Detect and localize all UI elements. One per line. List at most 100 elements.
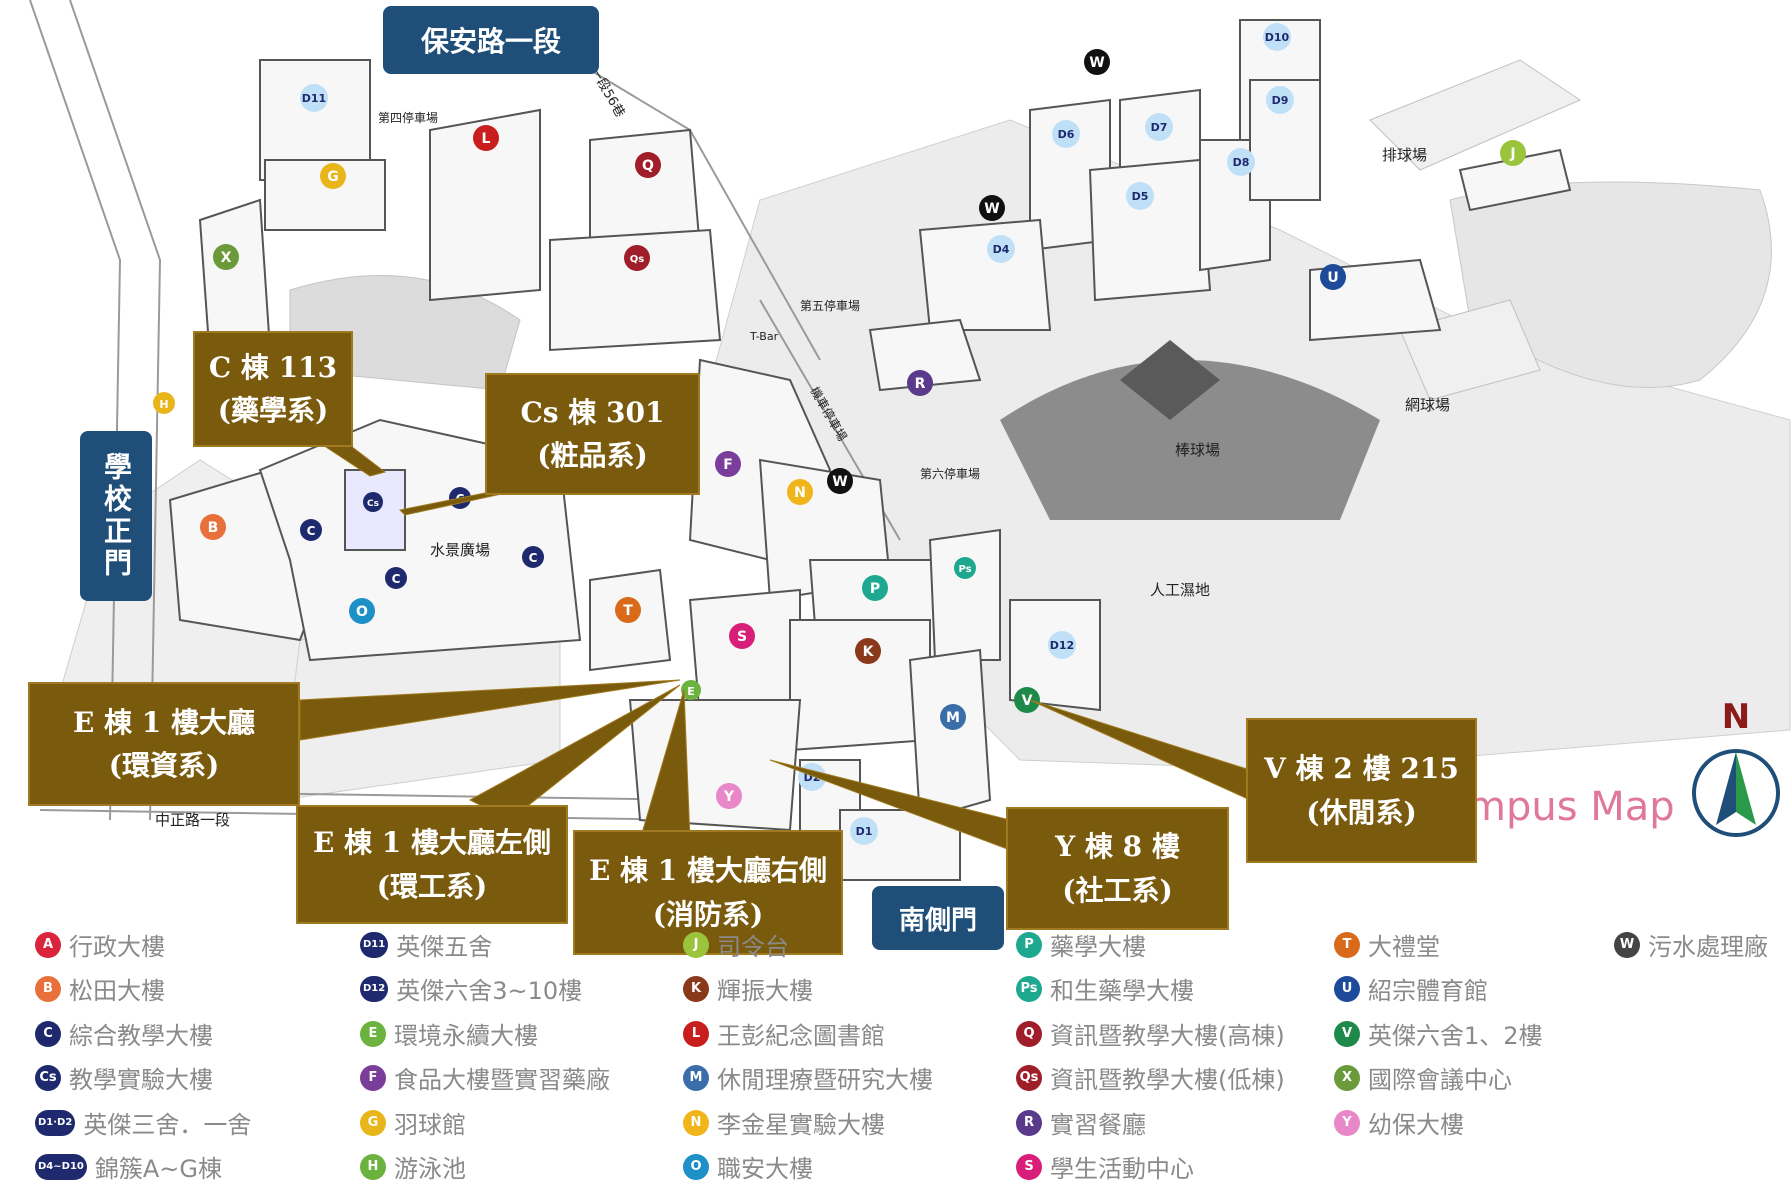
legend-badge-icon: U	[1334, 975, 1360, 1002]
svg-text:Qs: Qs	[630, 254, 645, 265]
callout-e1-lobby: E 棟 1 樓大廳 (環資系)	[28, 682, 300, 806]
building-markers: L Q Qs G X B C C C C Cs O F N T S P Ps K…	[153, 23, 1526, 845]
building-ps	[928, 528, 1001, 661]
svg-text:S: S	[737, 629, 747, 645]
legend-label: 環境永續大樓	[394, 1022, 538, 1050]
callout-v215-line2: (休閒系)	[1306, 795, 1417, 829]
water-plaza-label: 水景廣場	[430, 541, 490, 559]
tbar-label: T-Bar	[749, 330, 779, 343]
legend-label: 資訊暨教學大樓(高棟)	[1050, 1022, 1285, 1050]
svg-text:H: H	[159, 398, 168, 411]
svg-text:T: T	[623, 603, 633, 619]
svg-text:F: F	[723, 457, 733, 473]
callout-c113: C 棟 113 (藥學系)	[193, 331, 353, 447]
parking4-label: 第四停車場	[378, 110, 438, 125]
legend-badge-icon: N	[683, 1109, 709, 1136]
svg-text:D11: D11	[302, 92, 326, 105]
legend-label: 羽球館	[394, 1111, 466, 1139]
callout-v215-line1: V 棟 2 樓 215	[1264, 752, 1459, 786]
zhongzheng-road-label: 中正路一段	[155, 811, 230, 829]
south-gate-label: 南側門	[872, 886, 1004, 950]
svg-text:C: C	[307, 524, 316, 538]
legend-label: 英傑六舍1、2樓	[1368, 1022, 1543, 1050]
legend-badge-icon: Q	[1016, 1020, 1042, 1047]
legend-badge-icon: S	[1016, 1153, 1042, 1180]
building-j	[1458, 148, 1572, 212]
building-d4	[918, 218, 1052, 331]
legend-badge-icon: D1·D2	[35, 1109, 76, 1136]
legend-badge-icon: E	[360, 1020, 386, 1047]
svg-text:D9: D9	[1272, 94, 1289, 107]
building-k	[789, 619, 931, 752]
legend-badge-icon: H	[360, 1153, 386, 1180]
legend-item: Q 資訊暨教學大樓(高棟)	[1016, 1016, 1285, 1051]
legend-badge-icon: A	[35, 931, 61, 958]
svg-text:E: E	[687, 685, 695, 698]
legend-label: 食品大樓暨實習藥廠	[394, 1066, 610, 1094]
legend-item: T 大禮堂	[1334, 927, 1440, 962]
svg-text:J: J	[1509, 146, 1515, 162]
svg-text:L: L	[482, 131, 491, 147]
callout-c113-line2: (藥學系)	[217, 394, 329, 427]
legend-item: R 實習餐廳	[1016, 1105, 1146, 1140]
legend-label: 錦簇A~G棟	[94, 1155, 222, 1183]
main-gate-label: 學校正門	[80, 431, 152, 601]
baseball-label: 棒球場	[1175, 441, 1220, 459]
callout-e1-lobby-line1: E 棟 1 樓大廳	[72, 705, 256, 739]
legend-label: 綜合教學大樓	[69, 1022, 213, 1050]
svg-text:D4: D4	[993, 243, 1010, 256]
svg-text:Ps: Ps	[958, 564, 971, 575]
north-label: N	[1722, 697, 1750, 737]
svg-text:Cs: Cs	[367, 499, 379, 509]
svg-text:N: N	[794, 485, 806, 501]
svg-text:C: C	[529, 551, 538, 565]
legend-label: 國際會議中心	[1368, 1066, 1512, 1094]
svg-text:W: W	[832, 474, 847, 490]
callout-y8-line1: Y 棟 8 樓	[1055, 830, 1180, 864]
legend-badge-icon: R	[1016, 1109, 1042, 1136]
legend-label: 英傑六舍3~10樓	[396, 977, 583, 1005]
legend-label: 實習餐廳	[1050, 1111, 1146, 1139]
building-qs	[549, 228, 722, 352]
campus-map-text: mpus Map	[1467, 784, 1675, 830]
legend-badge-icon: W	[1614, 931, 1640, 958]
callout-c113-line1: C 棟 113	[208, 350, 338, 384]
callout-e1-right-line2: (消防系)	[652, 897, 764, 931]
callout-e1-left-line1: E 棟 1 樓大廳左側	[312, 826, 552, 860]
parking5-label: 第五停車場	[800, 298, 860, 313]
legend-badge-icon: T	[1334, 931, 1360, 958]
legend-label: 大禮堂	[1368, 933, 1440, 961]
callout-cs301: Cs 棟 301 (粧品系)	[485, 373, 700, 495]
legend-label: 職安大樓	[717, 1155, 813, 1183]
legend-label: 污水處理廠	[1648, 933, 1768, 961]
building-l	[429, 108, 541, 302]
legend-badge-icon: K	[683, 975, 709, 1002]
svg-text:V: V	[1022, 693, 1033, 709]
callout-e1-right-line1: E 棟 1 樓大廳右側	[588, 854, 828, 888]
legend-item: W 污水處理廠	[1614, 927, 1768, 962]
svg-text:D12: D12	[1050, 639, 1074, 652]
callout-y8-line2: (社工系)	[1062, 873, 1173, 907]
svg-text:G: G	[327, 169, 339, 185]
legend-label: 王彭紀念圖書館	[717, 1022, 885, 1050]
legend-label: 游泳池	[394, 1155, 466, 1183]
callout-y8: Y 棟 8 樓 (社工系)	[1006, 807, 1229, 930]
legend-badge-icon: O	[683, 1153, 709, 1180]
turf-label: 人工濕地	[1150, 581, 1210, 599]
tennis-label: 網球場	[1405, 396, 1450, 414]
legend-label: 資訊暨教學大樓(低棟)	[1050, 1066, 1285, 1094]
